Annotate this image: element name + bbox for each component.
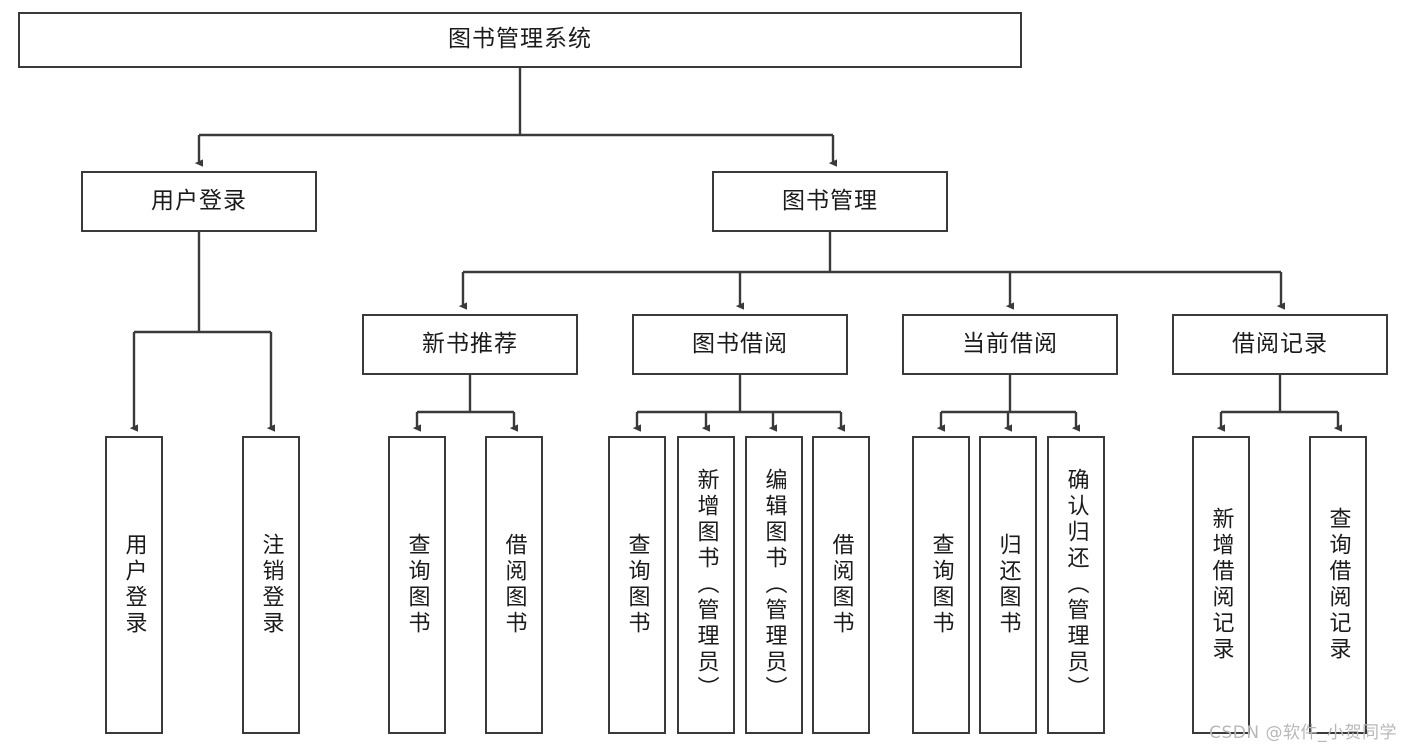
- leaf-logout[interactable]: 注销登录: [242, 436, 300, 734]
- leaf-return-book[interactable]: 归还图书: [979, 436, 1037, 734]
- leaf-query-book-recommend[interactable]: 查询图书: [388, 436, 446, 734]
- node-book-management-label: 图书管理: [782, 187, 878, 214]
- leaf-query-book-recommend-label: 查询图书: [404, 533, 430, 637]
- leaf-return-book-label: 归还图书: [995, 533, 1021, 637]
- leaf-add-borrow-record[interactable]: 新增借阅记录: [1192, 436, 1250, 734]
- node-new-book-recommend-label: 新书推荐: [422, 330, 518, 357]
- leaf-confirm-return-admin[interactable]: 确认归还（管理员）: [1047, 436, 1105, 734]
- node-current-borrow-label: 当前借阅: [962, 330, 1058, 357]
- leaf-borrow-book[interactable]: 借阅图书: [812, 436, 870, 734]
- node-user-login[interactable]: 用户登录: [81, 171, 317, 232]
- node-user-login-label: 用户登录: [151, 187, 247, 214]
- leaf-borrow-book-label: 借阅图书: [828, 533, 854, 637]
- leaf-borrow-book-recommend[interactable]: 借阅图书: [485, 436, 543, 734]
- leaf-logout-label: 注销登录: [258, 533, 284, 637]
- leaf-edit-book-admin[interactable]: 编辑图书（管理员）: [745, 436, 803, 734]
- leaf-query-book-current-label: 查询图书: [928, 533, 954, 637]
- node-book-management[interactable]: 图书管理: [712, 171, 948, 232]
- leaf-query-book-current[interactable]: 查询图书: [912, 436, 970, 734]
- node-root-label: 图书管理系统: [448, 26, 592, 53]
- leaf-user-login-label: 用户登录: [121, 533, 147, 637]
- leaf-add-book-admin[interactable]: 新增图书（管理员）: [677, 436, 735, 734]
- leaf-query-book-borrow-label: 查询图书: [624, 533, 650, 637]
- leaf-add-book-admin-label: 新增图书（管理员）: [693, 468, 719, 702]
- leaf-user-login[interactable]: 用户登录: [105, 436, 163, 734]
- leaf-query-borrow-record-label: 查询借阅记录: [1325, 507, 1351, 663]
- node-book-borrow-label: 图书借阅: [692, 330, 788, 357]
- node-borrow-record[interactable]: 借阅记录: [1172, 314, 1388, 375]
- leaf-confirm-return-admin-label: 确认归还（管理员）: [1063, 468, 1089, 702]
- node-new-book-recommend[interactable]: 新书推荐: [362, 314, 578, 375]
- node-current-borrow[interactable]: 当前借阅: [902, 314, 1118, 375]
- leaf-edit-book-admin-label: 编辑图书（管理员）: [761, 468, 787, 702]
- node-borrow-record-label: 借阅记录: [1232, 330, 1328, 357]
- node-root[interactable]: 图书管理系统: [18, 12, 1022, 68]
- leaf-query-borrow-record[interactable]: 查询借阅记录: [1309, 436, 1367, 734]
- leaf-add-borrow-record-label: 新增借阅记录: [1208, 507, 1234, 663]
- leaf-query-book-borrow[interactable]: 查询图书: [608, 436, 666, 734]
- leaf-borrow-book-recommend-label: 借阅图书: [501, 533, 527, 637]
- node-book-borrow[interactable]: 图书借阅: [632, 314, 848, 375]
